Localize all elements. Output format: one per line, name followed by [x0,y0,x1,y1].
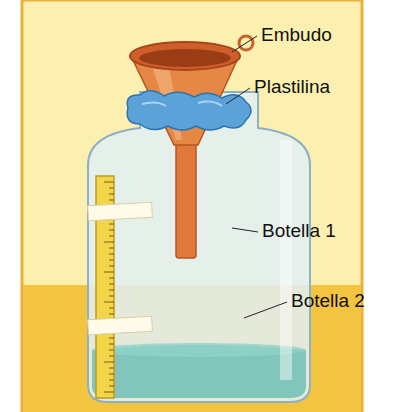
ruler-tick [109,200,114,201]
funnel-rim [130,42,240,70]
ruler-tick [109,260,114,261]
part-label: Botella 1 [262,220,336,242]
leader-line [226,88,250,104]
leader-line [244,302,287,318]
ruler-tick [109,350,114,351]
ruler-tick [104,272,114,273]
ruler-tick [109,266,114,267]
ruler-tick [109,386,114,387]
ruler-tick [109,374,114,375]
leader-line [232,228,258,232]
ruler-tick [109,278,114,279]
funnel-stem [176,140,196,258]
part-label: Plastilina [254,76,330,98]
ruler-tick [109,194,114,195]
plasticine-seal [127,91,251,130]
ruler-tick [104,302,114,303]
ruler-tick [109,356,114,357]
tape-strip [88,202,153,220]
glass-highlight [280,140,292,380]
ruler-tick [104,362,114,363]
leader-line [232,36,257,52]
ruler-tick [104,182,114,183]
ruler-tick [109,230,114,231]
ruler-tick [109,368,114,369]
funnel-mouth [139,49,231,67]
ruler-tick [104,242,114,243]
ruler-tick [109,284,114,285]
ruler-tick [109,290,114,291]
ruler-tick [109,236,114,237]
ruler-tick [109,380,114,381]
ruler-tick [104,392,114,393]
ruler-tick [109,254,114,255]
ruler-tick [109,224,114,225]
ruler-tick [109,344,114,345]
ruler-tick [109,248,114,249]
ruler-tick [109,314,114,315]
ruler-tick [109,338,114,339]
ruler-tick [109,308,114,309]
background-panel [22,0,362,412]
ruler-tick [109,296,114,297]
water-surface [92,343,306,357]
plasticine-shine [142,102,222,106]
tape-strip [88,316,153,334]
part-label: Botella 2 [291,290,365,312]
ruler-tick [109,188,114,189]
part-label: Embudo [261,24,332,46]
